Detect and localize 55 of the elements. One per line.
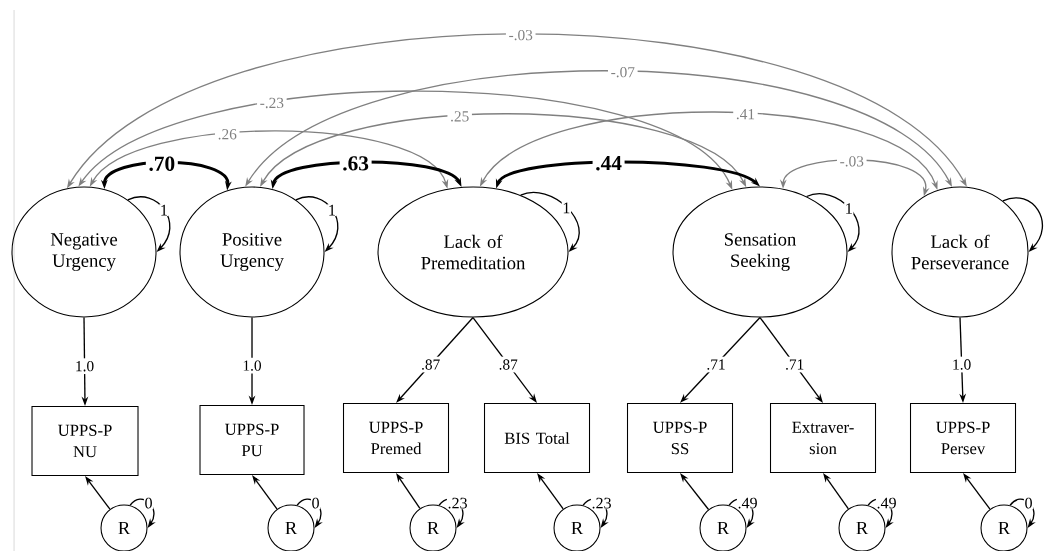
edge-label: -.23 <box>257 95 287 111</box>
edge-label: -.03 <box>505 27 536 43</box>
indicator-box: BIS Total <box>483 402 591 474</box>
arrow <box>805 193 860 252</box>
arrow <box>963 473 991 510</box>
edge-label: 1.0 <box>949 356 974 373</box>
arrow <box>520 191 580 252</box>
edge-label: 1 <box>561 201 571 214</box>
edge-label: .63 <box>339 153 372 174</box>
edge-label: .71 <box>782 356 807 373</box>
arrow <box>1002 197 1043 252</box>
edge-label: .25 <box>447 108 472 125</box>
edge-label: .26 <box>215 126 240 143</box>
indicator-box: UPPS-P NU <box>31 405 139 477</box>
arrow <box>472 316 537 403</box>
arrow <box>296 498 323 528</box>
arrow <box>680 473 710 511</box>
arrow <box>127 196 171 252</box>
arrow <box>759 316 823 403</box>
arrow <box>129 498 156 528</box>
edge-label: 1 <box>159 204 169 217</box>
edge-label: .41 <box>733 106 758 123</box>
edge-label: .49 <box>875 497 898 510</box>
arrow <box>396 316 474 403</box>
arrow <box>582 498 609 528</box>
arrow <box>252 475 278 510</box>
edge-label: .87 <box>495 356 521 373</box>
edge-label: 1 <box>327 204 337 217</box>
edge-label: .87 <box>418 356 443 373</box>
indicator-box: UPPS-P Persev <box>909 402 1017 474</box>
arrow <box>680 316 761 403</box>
edge-label: 0 <box>310 497 321 510</box>
indicator-box: UPPS-P PU <box>199 404 305 476</box>
arrow <box>867 498 894 528</box>
edge-label: -.03 <box>836 153 867 170</box>
edge-label: .49 <box>736 497 759 510</box>
indicator-box: UPPS-P Premed <box>342 402 450 474</box>
arrow <box>85 476 111 510</box>
edge-label: 1 <box>844 202 854 215</box>
arrow <box>295 196 339 252</box>
indicator-box: UPPS-P SS <box>626 402 734 474</box>
arrow <box>537 473 564 510</box>
arrow <box>438 498 465 528</box>
edge-label: 0 <box>1023 497 1034 510</box>
edge-label: .44 <box>592 153 625 174</box>
edge-label: 0 <box>143 497 154 510</box>
edge-label: -.07 <box>608 64 638 81</box>
edge-label: .23 <box>446 497 469 510</box>
edge-label: 1.0 <box>239 357 265 374</box>
arrow <box>728 498 755 528</box>
edge-label: .71 <box>703 356 729 373</box>
edge-label: .70 <box>145 153 178 174</box>
edge-label: 1.0 <box>72 358 97 375</box>
indicator-box: Extraver- sion <box>769 402 877 474</box>
edge-label: .23 <box>590 497 613 510</box>
